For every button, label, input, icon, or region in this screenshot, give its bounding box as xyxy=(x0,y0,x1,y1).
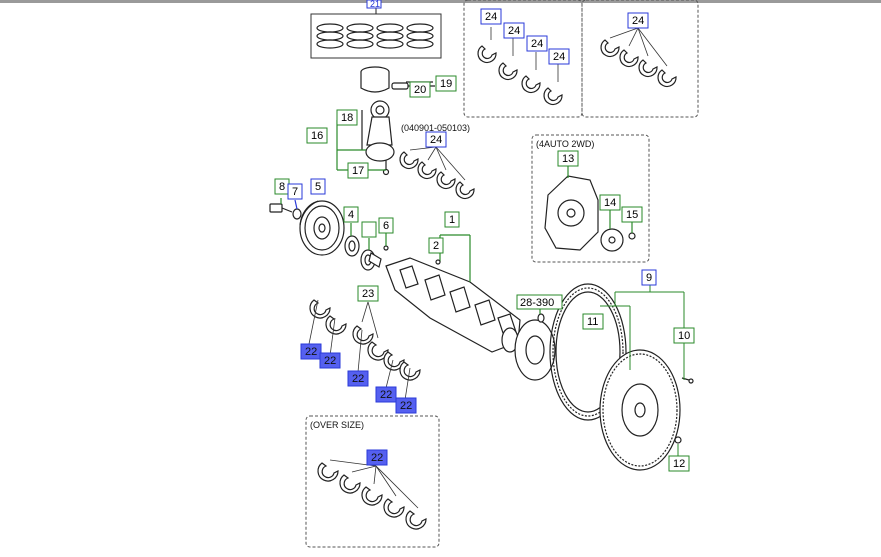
svg-text:12: 12 xyxy=(673,458,685,470)
callout-11[interactable]: 11 xyxy=(582,313,604,330)
svg-text:5: 5 xyxy=(315,181,321,193)
callout-24-a3[interactable]: 24 xyxy=(526,35,548,52)
callout-7[interactable]: 7 xyxy=(287,183,303,200)
svg-text:1: 1 xyxy=(449,214,455,226)
bolt-washer xyxy=(269,198,302,220)
crankshaft xyxy=(385,234,521,353)
svg-text:7: 7 xyxy=(292,186,298,198)
callout-24-a4[interactable]: 24 xyxy=(548,48,570,65)
callout-22-b[interactable]: 22 xyxy=(319,352,341,369)
oversize-frame xyxy=(305,415,440,548)
flywheel xyxy=(599,349,694,471)
callouts: 21 19 20 18 16 17 24 24 24 24 24 24 13 1… xyxy=(274,0,695,472)
svg-text:2: 2 xyxy=(433,240,439,252)
adapter-plate xyxy=(514,309,556,381)
svg-text:22: 22 xyxy=(400,400,412,412)
washer-gear xyxy=(344,223,389,271)
callout-23[interactable]: 23 xyxy=(357,285,379,302)
callout-22-c[interactable]: 22 xyxy=(347,370,369,387)
svg-text:21: 21 xyxy=(370,0,380,9)
version-note: (040901-050103) xyxy=(401,123,470,133)
callout-14[interactable]: 14 xyxy=(599,194,621,211)
callout-22-oversize[interactable]: 22 xyxy=(366,449,388,466)
svg-text:20: 20 xyxy=(414,84,426,96)
svg-text:16: 16 xyxy=(311,130,323,142)
svg-text:22: 22 xyxy=(305,346,317,358)
callout-2[interactable]: 2 xyxy=(428,237,444,254)
callout-9[interactable]: 9 xyxy=(641,269,657,286)
callout-1[interactable]: 1 xyxy=(444,211,460,228)
callout-22-a[interactable]: 22 xyxy=(300,343,322,360)
callout-24-a2[interactable]: 24 xyxy=(503,22,525,39)
crank-pulley xyxy=(299,200,345,256)
bearing-group-frame-b xyxy=(581,0,699,118)
window-top-border xyxy=(0,0,881,3)
callout-15[interactable]: 15 xyxy=(621,206,643,223)
flywheel-leader-lines xyxy=(600,284,685,456)
svg-text:22: 22 xyxy=(352,373,364,385)
piston-rings xyxy=(310,2,442,59)
oversize-note: (OVER SIZE) xyxy=(310,420,364,430)
svg-text:24: 24 xyxy=(531,38,543,50)
svg-text:10: 10 xyxy=(678,330,690,342)
svg-text:24: 24 xyxy=(485,11,497,23)
callout-20[interactable]: 20 xyxy=(409,81,431,98)
svg-text:28-390: 28-390 xyxy=(520,297,554,309)
svg-text:24: 24 xyxy=(632,15,644,27)
callout-18[interactable]: 18 xyxy=(336,109,358,126)
svg-text:22: 22 xyxy=(380,389,392,401)
svg-text:23: 23 xyxy=(362,288,374,300)
bearing-set-version xyxy=(399,146,475,200)
svg-text:13: 13 xyxy=(562,153,574,165)
callout-4[interactable]: 4 xyxy=(343,206,359,223)
callout-13[interactable]: 13 xyxy=(557,150,579,167)
svg-text:22: 22 xyxy=(324,355,336,367)
callout-17[interactable]: 17 xyxy=(347,162,369,179)
svg-text:8: 8 xyxy=(279,181,285,193)
svg-text:24: 24 xyxy=(508,25,520,37)
callout-12[interactable]: 12 xyxy=(668,455,690,472)
callout-6[interactable]: 6 xyxy=(378,217,394,234)
connecting-rod xyxy=(336,100,395,176)
drive-plate-auto xyxy=(544,166,636,252)
svg-text:17: 17 xyxy=(352,165,364,177)
callout-16[interactable]: 16 xyxy=(306,127,328,144)
svg-text:14: 14 xyxy=(604,197,616,209)
bearing-set-upper-b xyxy=(600,27,677,88)
callout-22-d[interactable]: 22 xyxy=(375,386,397,403)
callout-3[interactable] xyxy=(361,221,377,238)
svg-text:22: 22 xyxy=(371,452,383,464)
svg-text:6: 6 xyxy=(383,220,389,232)
main-bearings-lower xyxy=(308,299,421,401)
svg-text:11: 11 xyxy=(587,316,598,328)
ring-gear xyxy=(549,283,627,421)
auto-2wd-note: (4AUTO 2WD) xyxy=(536,139,594,149)
callout-24-c[interactable]: 24 xyxy=(425,131,447,148)
svg-text:15: 15 xyxy=(626,209,638,221)
callout-24-b[interactable]: 24 xyxy=(627,12,649,29)
callout-24-a1[interactable]: 24 xyxy=(480,8,502,25)
svg-text:4: 4 xyxy=(348,209,354,221)
callout-22-e[interactable]: 22 xyxy=(395,397,417,414)
svg-text:9: 9 xyxy=(646,272,652,284)
bearing-set-upper-a xyxy=(477,27,563,106)
svg-text:18: 18 xyxy=(341,112,353,124)
oversize-bearings xyxy=(317,459,427,530)
svg-text:24: 24 xyxy=(553,51,565,63)
svg-text:19: 19 xyxy=(440,78,452,90)
callout-8[interactable]: 8 xyxy=(274,178,290,195)
callout-10[interactable]: 10 xyxy=(673,327,695,344)
callout-5[interactable]: 5 xyxy=(310,178,326,195)
callout-21[interactable]: 21 xyxy=(366,0,382,9)
svg-text:24: 24 xyxy=(430,134,442,146)
callout-19[interactable]: 19 xyxy=(435,75,457,92)
callout-ref[interactable]: 28-390 xyxy=(516,294,563,310)
